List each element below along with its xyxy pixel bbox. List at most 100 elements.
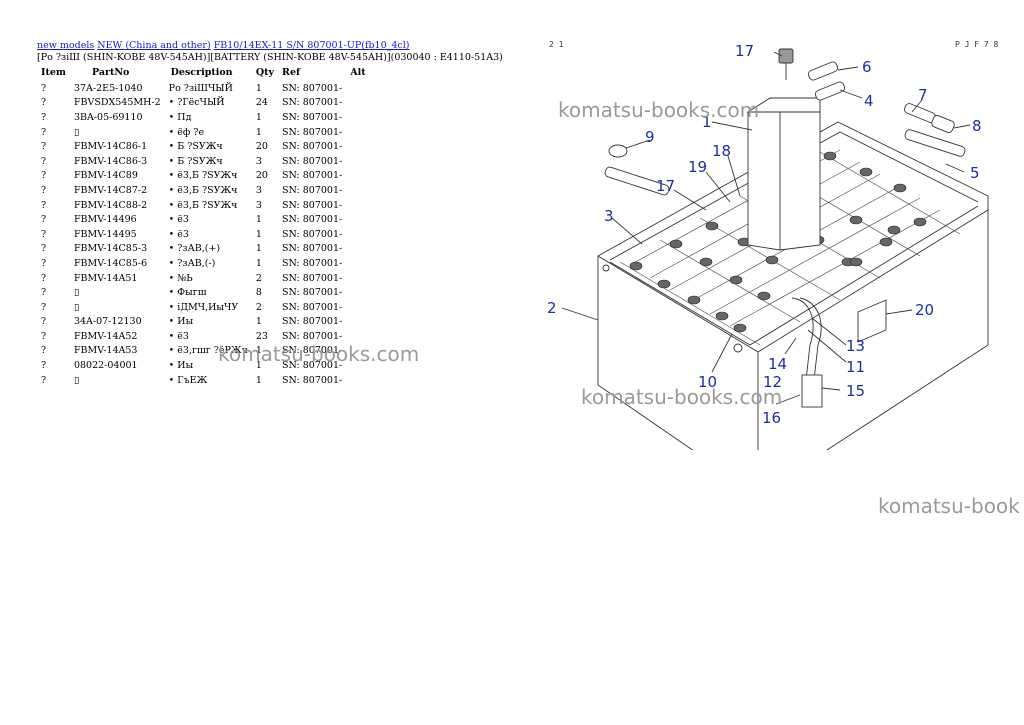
callout-label: 1 <box>702 113 712 131</box>
callout-label: 9 <box>645 128 655 146</box>
cell-item: ? <box>41 214 47 226</box>
callout-label: 10 <box>698 373 717 391</box>
cell-description: • Иы <box>168 360 194 372</box>
breadcrumb: new models NEW (China and other) FB10/14… <box>37 40 409 51</box>
cell-ref: SN: 807001- <box>282 155 343 167</box>
cell-ref: SN: 807001- <box>282 360 343 372</box>
cell-ref: SN: 807001- <box>282 126 343 138</box>
cell-alt <box>346 242 369 257</box>
header-col-alt: Alt <box>350 67 366 78</box>
callout-label: 15 <box>846 382 865 400</box>
cell-description: • Фыгш <box>168 287 207 299</box>
page-ref-right: P J F 7 8 <box>955 40 999 49</box>
cell-qty: 3 <box>255 184 262 196</box>
cell-description: • ё3 <box>168 228 189 240</box>
cell-item: ? <box>41 111 47 123</box>
cell-qty: 1 <box>255 126 262 138</box>
header-col-description: Description <box>170 67 233 78</box>
cell-qty: 1 <box>255 257 262 269</box>
cell-partno: FBMV-14C86-1 <box>73 141 148 153</box>
table-row: ? FBMV-14A51 • №Ь 2 SN: 807001- <box>37 271 370 286</box>
breadcrumb-link-new-china[interactable]: NEW (China and other) <box>97 40 211 51</box>
cell-description: • ё3,гшг ?ёРЖч <box>168 345 248 357</box>
breadcrumb-link-model[interactable]: FB10/14EX-11 S/N 807001-UP(fb10_4cl) <box>213 40 410 51</box>
callout-label: 6 <box>862 58 872 76</box>
cell-qty: 24 <box>255 97 268 109</box>
cell-qty: 1 <box>255 111 262 123</box>
cell-qty: 20 <box>255 170 268 182</box>
cell-qty: 1 <box>255 345 262 357</box>
cell-partno: FBMV-14C88-2 <box>73 199 148 211</box>
callout-label: 12 <box>763 373 782 391</box>
cell-partno: FBMV-14496 <box>73 214 137 226</box>
cell-item: ? <box>41 97 47 109</box>
cell-item: ? <box>41 360 47 372</box>
cell-partno: 34A-07-12130 <box>73 316 142 328</box>
cell-alt <box>346 183 369 198</box>
cell-alt <box>346 81 369 96</box>
cell-description: • іДМЧ,ИыЧУ <box>168 301 239 313</box>
cell-qty: 1 <box>255 228 262 240</box>
cell-ref: SN: 807001- <box>282 214 343 226</box>
page-ref-left: 2 1 <box>549 40 564 49</box>
cell-qty: 2 <box>255 301 262 313</box>
cell-description: • ГъЕЖ <box>168 374 208 386</box>
cell-qty: 20 <box>255 141 268 153</box>
breadcrumb-link-new-models[interactable]: new models <box>37 40 95 51</box>
cell-partno: FBMV-14C89 <box>73 170 138 182</box>
callout-label: 11 <box>846 358 865 376</box>
cell-ref: SN: 807001- <box>282 330 343 342</box>
cell-alt <box>346 300 369 315</box>
cell-description: • Иы <box>168 316 194 328</box>
cell-ref: SN: 807001- <box>282 272 343 284</box>
cell-partno: FBMV-14A52 <box>73 330 138 342</box>
cell-ref: SN: 807001- <box>282 82 343 94</box>
cell-description: • №Ь <box>168 272 193 284</box>
cell-alt <box>346 227 369 242</box>
cell-alt <box>346 110 369 125</box>
cell-partno: 08022-04001 <box>73 360 138 372</box>
cell-item: ? <box>41 316 47 328</box>
cell-qty: 1 <box>255 360 262 372</box>
cell-ref: SN: 807001- <box>282 228 343 240</box>
cell-description: Ро ?зіШЧЫЙ <box>168 82 233 94</box>
cell-partno: FBMV-14C85-6 <box>73 257 148 269</box>
cell-item: ? <box>41 272 47 284</box>
callout-label: 13 <box>846 337 865 355</box>
cell-description: • Б ?SУЖч <box>168 141 223 153</box>
cell-item: ? <box>41 257 47 269</box>
cell-alt <box>346 373 369 388</box>
cell-ref: SN: 807001- <box>282 141 343 153</box>
cell-item: ? <box>41 228 47 240</box>
watermark: komatsu-books.com <box>218 342 420 366</box>
cell-partno: 3BA-05-69110 <box>73 111 143 123</box>
cell-item: ? <box>41 301 47 313</box>
cell-qty: 23 <box>255 330 268 342</box>
cell-qty: 2 <box>255 272 262 284</box>
cell-partno-missing-glyph: ▯ <box>73 374 80 386</box>
callout-label: 17 <box>656 177 675 195</box>
table-row: ? FBMV-14C86-1 • Б ?SУЖч 20 SN: 807001- <box>37 139 370 154</box>
cell-ref: SN: 807001- <box>282 170 343 182</box>
cell-partno: FBMV-14C87-2 <box>73 184 148 196</box>
cell-partno: FBMV-14A51 <box>73 272 138 284</box>
cell-partno-missing-glyph: ▯ <box>73 126 80 138</box>
cell-description: • Б ?SУЖч <box>168 155 223 167</box>
callout-label: 8 <box>972 117 982 135</box>
callout-label: 3 <box>604 207 614 225</box>
cell-item: ? <box>41 141 47 153</box>
cell-item: ? <box>41 199 47 211</box>
cell-item: ? <box>41 126 47 138</box>
cell-description: • ?зАВ,(-) <box>168 257 216 269</box>
cell-ref: SN: 807001- <box>282 243 343 255</box>
watermark: komatsu-book <box>878 494 1020 518</box>
